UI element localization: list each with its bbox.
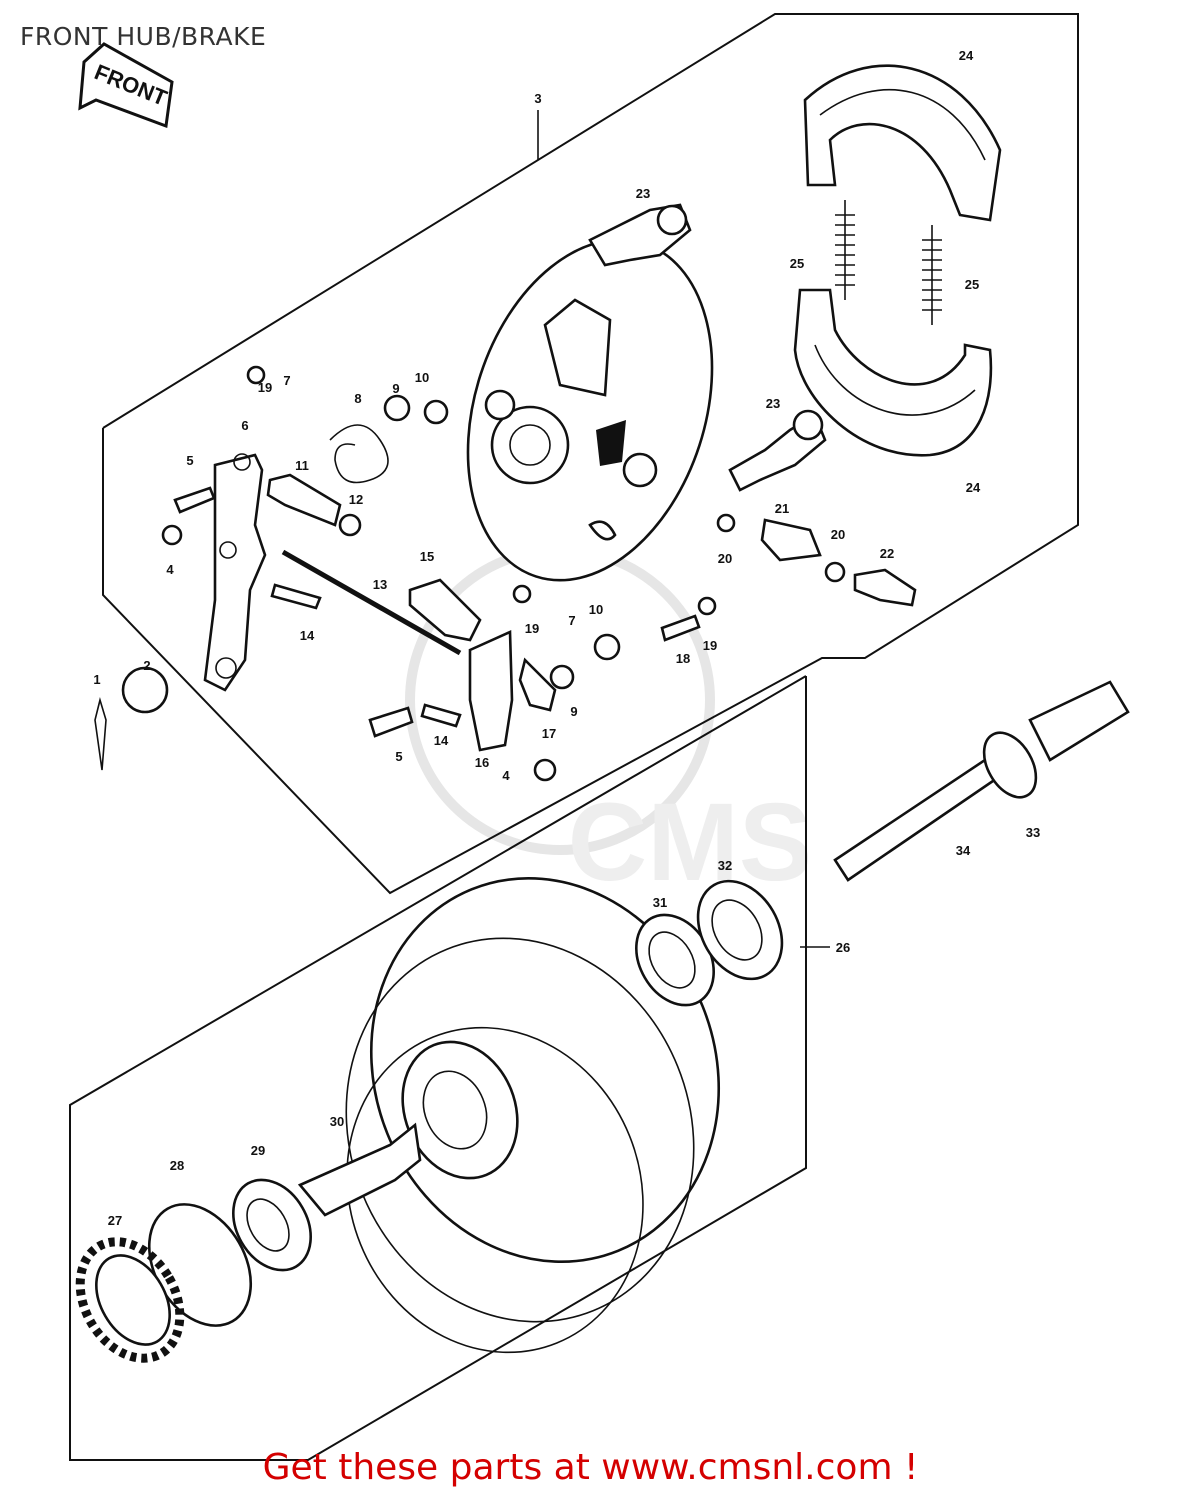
callout-5-bottom: 5 xyxy=(395,749,402,764)
return-spring-left xyxy=(835,200,855,300)
callout-27: 27 xyxy=(108,1213,122,1228)
brake-panel xyxy=(466,238,714,582)
callout-21: 21 xyxy=(775,501,789,516)
fitting-22 xyxy=(853,568,917,607)
nut-4a xyxy=(161,524,183,546)
callout-12: 12 xyxy=(349,492,363,507)
callout-20-right: 20 xyxy=(831,527,845,542)
callout-3: 3 xyxy=(534,91,541,106)
plate-17 xyxy=(518,657,557,712)
callout-13: 13 xyxy=(373,577,387,592)
callout-24-top: 24 xyxy=(959,48,974,63)
callout-19-right: 19 xyxy=(703,638,717,653)
nut-12 xyxy=(338,513,362,537)
wear-indicator-21 xyxy=(760,518,822,562)
brake-cam-lower xyxy=(728,409,827,492)
callout-1: 1 xyxy=(93,672,100,687)
callout-32: 32 xyxy=(718,858,732,873)
callout-11: 11 xyxy=(295,458,309,473)
callout-7-top: 7 xyxy=(283,373,290,388)
washer-10b xyxy=(593,633,621,661)
bolt-5b xyxy=(368,706,414,738)
castle-nut xyxy=(121,666,169,714)
callout-2: 2 xyxy=(143,658,150,673)
callout-23-bottom: 23 xyxy=(766,396,780,411)
rod-connector xyxy=(266,473,342,527)
callout-34: 34 xyxy=(956,843,971,858)
bolt-5a xyxy=(173,486,216,514)
callout-18: 18 xyxy=(676,651,690,666)
cotter-pin xyxy=(94,696,107,771)
bolt-18 xyxy=(660,614,701,642)
callout-26: 26 xyxy=(836,940,850,955)
watermark-text: CMS xyxy=(568,781,812,904)
washer-19b xyxy=(512,584,532,604)
brake-lever-arm xyxy=(203,453,267,692)
callout-16: 16 xyxy=(475,755,489,770)
front-axle xyxy=(833,680,1130,882)
hub-group-outline xyxy=(69,675,807,1461)
return-spring-right xyxy=(922,225,942,325)
callout-4-top: 4 xyxy=(166,562,174,577)
callout-24-bottom: 24 xyxy=(966,480,981,495)
callout-28: 28 xyxy=(170,1158,184,1173)
callout-30: 30 xyxy=(330,1114,344,1129)
nut-4b xyxy=(533,758,557,782)
washer-19c xyxy=(697,596,717,616)
lever-16 xyxy=(468,630,514,752)
brake-panel-group-outline xyxy=(102,13,1079,895)
callout-4-bottom: 4 xyxy=(502,768,510,783)
washer-20b xyxy=(824,561,846,583)
washer-19a xyxy=(246,365,266,385)
washer-20a xyxy=(716,513,736,533)
bolt-14b xyxy=(420,703,462,728)
callout-8: 8 xyxy=(354,391,361,406)
cmsnl-promo-link[interactable]: Get these parts at www.cmsnl.com ! xyxy=(262,1447,919,1488)
callout-25-right: 25 xyxy=(965,277,979,292)
callout-10-bottom: 10 xyxy=(589,602,603,617)
brake-rod xyxy=(281,549,462,656)
speedometer-gear-27 xyxy=(75,1237,185,1363)
callout-6: 6 xyxy=(241,418,248,433)
callout-labels: 3 24 24 23 23 25 25 7 19 8 9 10 6 5 11 1… xyxy=(93,48,1040,1228)
callout-9-top: 9 xyxy=(392,381,399,396)
callout-5-top: 5 xyxy=(186,453,193,468)
front-direction-arrow: FRONT xyxy=(78,42,174,129)
callout-7-bottom: 7 xyxy=(568,613,575,628)
seal-32 xyxy=(696,879,784,981)
callout-14-bottom: 14 xyxy=(434,733,449,748)
brake-shoe-lower xyxy=(793,288,993,457)
callout-25-left: 25 xyxy=(790,256,804,271)
callout-15: 15 xyxy=(420,549,434,564)
spacer-30 xyxy=(297,1122,422,1217)
bearing-29 xyxy=(232,1178,312,1272)
torsion-spring xyxy=(329,424,389,484)
bolt-14a xyxy=(270,583,322,610)
washer-9a xyxy=(383,394,411,422)
watermark-logo: CMS xyxy=(405,545,812,904)
connector-15 xyxy=(408,578,482,642)
wheel-hub xyxy=(345,877,721,1354)
callout-20-left: 20 xyxy=(718,551,732,566)
callout-19-top: 19 xyxy=(258,380,272,395)
page-title: FRONT HUB/BRAKE xyxy=(20,22,267,51)
brake-cam-upper xyxy=(588,203,692,267)
callout-22: 22 xyxy=(880,546,894,561)
callout-14-top: 14 xyxy=(300,628,315,643)
washer-10a xyxy=(423,399,449,425)
washer-9b xyxy=(549,664,575,690)
callout-19-middle: 19 xyxy=(525,621,539,636)
callout-17: 17 xyxy=(542,726,556,741)
callout-23-top: 23 xyxy=(636,186,650,201)
callout-9-bottom: 9 xyxy=(570,704,577,719)
callout-31: 31 xyxy=(653,895,667,910)
callout-29: 29 xyxy=(251,1143,265,1158)
callout-10-top: 10 xyxy=(415,370,429,385)
brake-shoe-upper xyxy=(803,64,1002,222)
callout-33: 33 xyxy=(1026,825,1040,840)
